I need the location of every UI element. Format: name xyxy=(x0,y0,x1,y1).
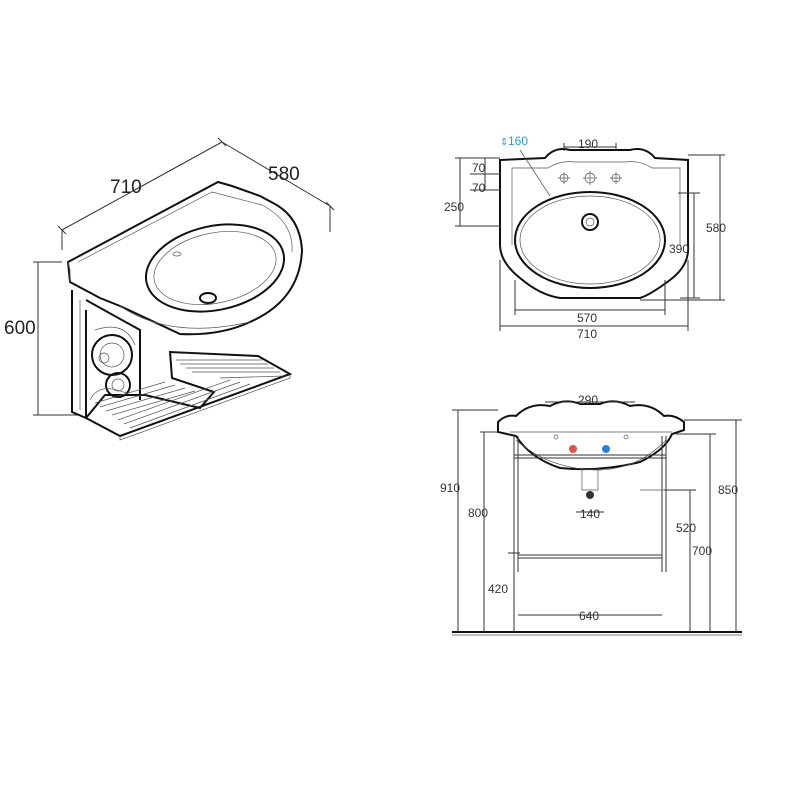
front-view-basin xyxy=(497,400,685,499)
hot-tap-indicator xyxy=(569,445,577,453)
edge-1-label: 70 xyxy=(472,161,486,175)
iso-basin xyxy=(66,180,304,336)
bowl-depth-label: 390 xyxy=(669,242,689,256)
isometric-view: 710 580 600 xyxy=(4,137,335,441)
rim-depth-label: 250 xyxy=(444,200,464,214)
waste-width-label: 140 xyxy=(580,507,600,521)
top-view-basin xyxy=(499,148,690,299)
front-view-dimension-lines xyxy=(452,401,742,632)
cold-tap-indicator xyxy=(602,445,610,453)
tap-offset-arrow-icon: ⇕ xyxy=(500,137,508,148)
total-depth-label: 580 xyxy=(706,221,726,235)
shelf-height-label: 420 xyxy=(488,582,508,596)
iso-width-label: 710 xyxy=(110,177,142,198)
total-height-label: 910 xyxy=(440,481,460,495)
tap-spacing-label: 190 xyxy=(578,137,598,151)
leg-span-label: 640 xyxy=(579,609,599,623)
iso-height-label: 600 xyxy=(4,318,36,339)
total-width-label: 710 xyxy=(577,327,597,341)
rim-span-label: 290 xyxy=(578,393,598,407)
top-height-label: 850 xyxy=(718,483,738,497)
stand-height-label: 700 xyxy=(692,544,712,558)
shelf-slats xyxy=(94,359,285,429)
drain-height-label: 520 xyxy=(676,521,696,535)
front-view: 290 910 800 850 700 520 140 420 640 xyxy=(440,393,742,636)
iso-depth-label: 580 xyxy=(268,164,300,185)
rim-height-label: 800 xyxy=(468,506,488,520)
edge-2-label: 70 xyxy=(472,181,486,195)
tap-holes xyxy=(558,171,622,185)
front-view-stand xyxy=(513,436,667,572)
top-view: 160 ⇕ 190 70 70 250 580 390 570 710 xyxy=(444,134,726,341)
iso-towel-shelf xyxy=(84,350,293,441)
tap-offset-label: 160 xyxy=(508,134,528,148)
top-view-dimension-lines xyxy=(455,143,725,331)
iso-dimension-lines xyxy=(33,137,335,416)
inner-width-label: 570 xyxy=(577,311,597,325)
iso-ornamental-bracket xyxy=(71,290,141,420)
